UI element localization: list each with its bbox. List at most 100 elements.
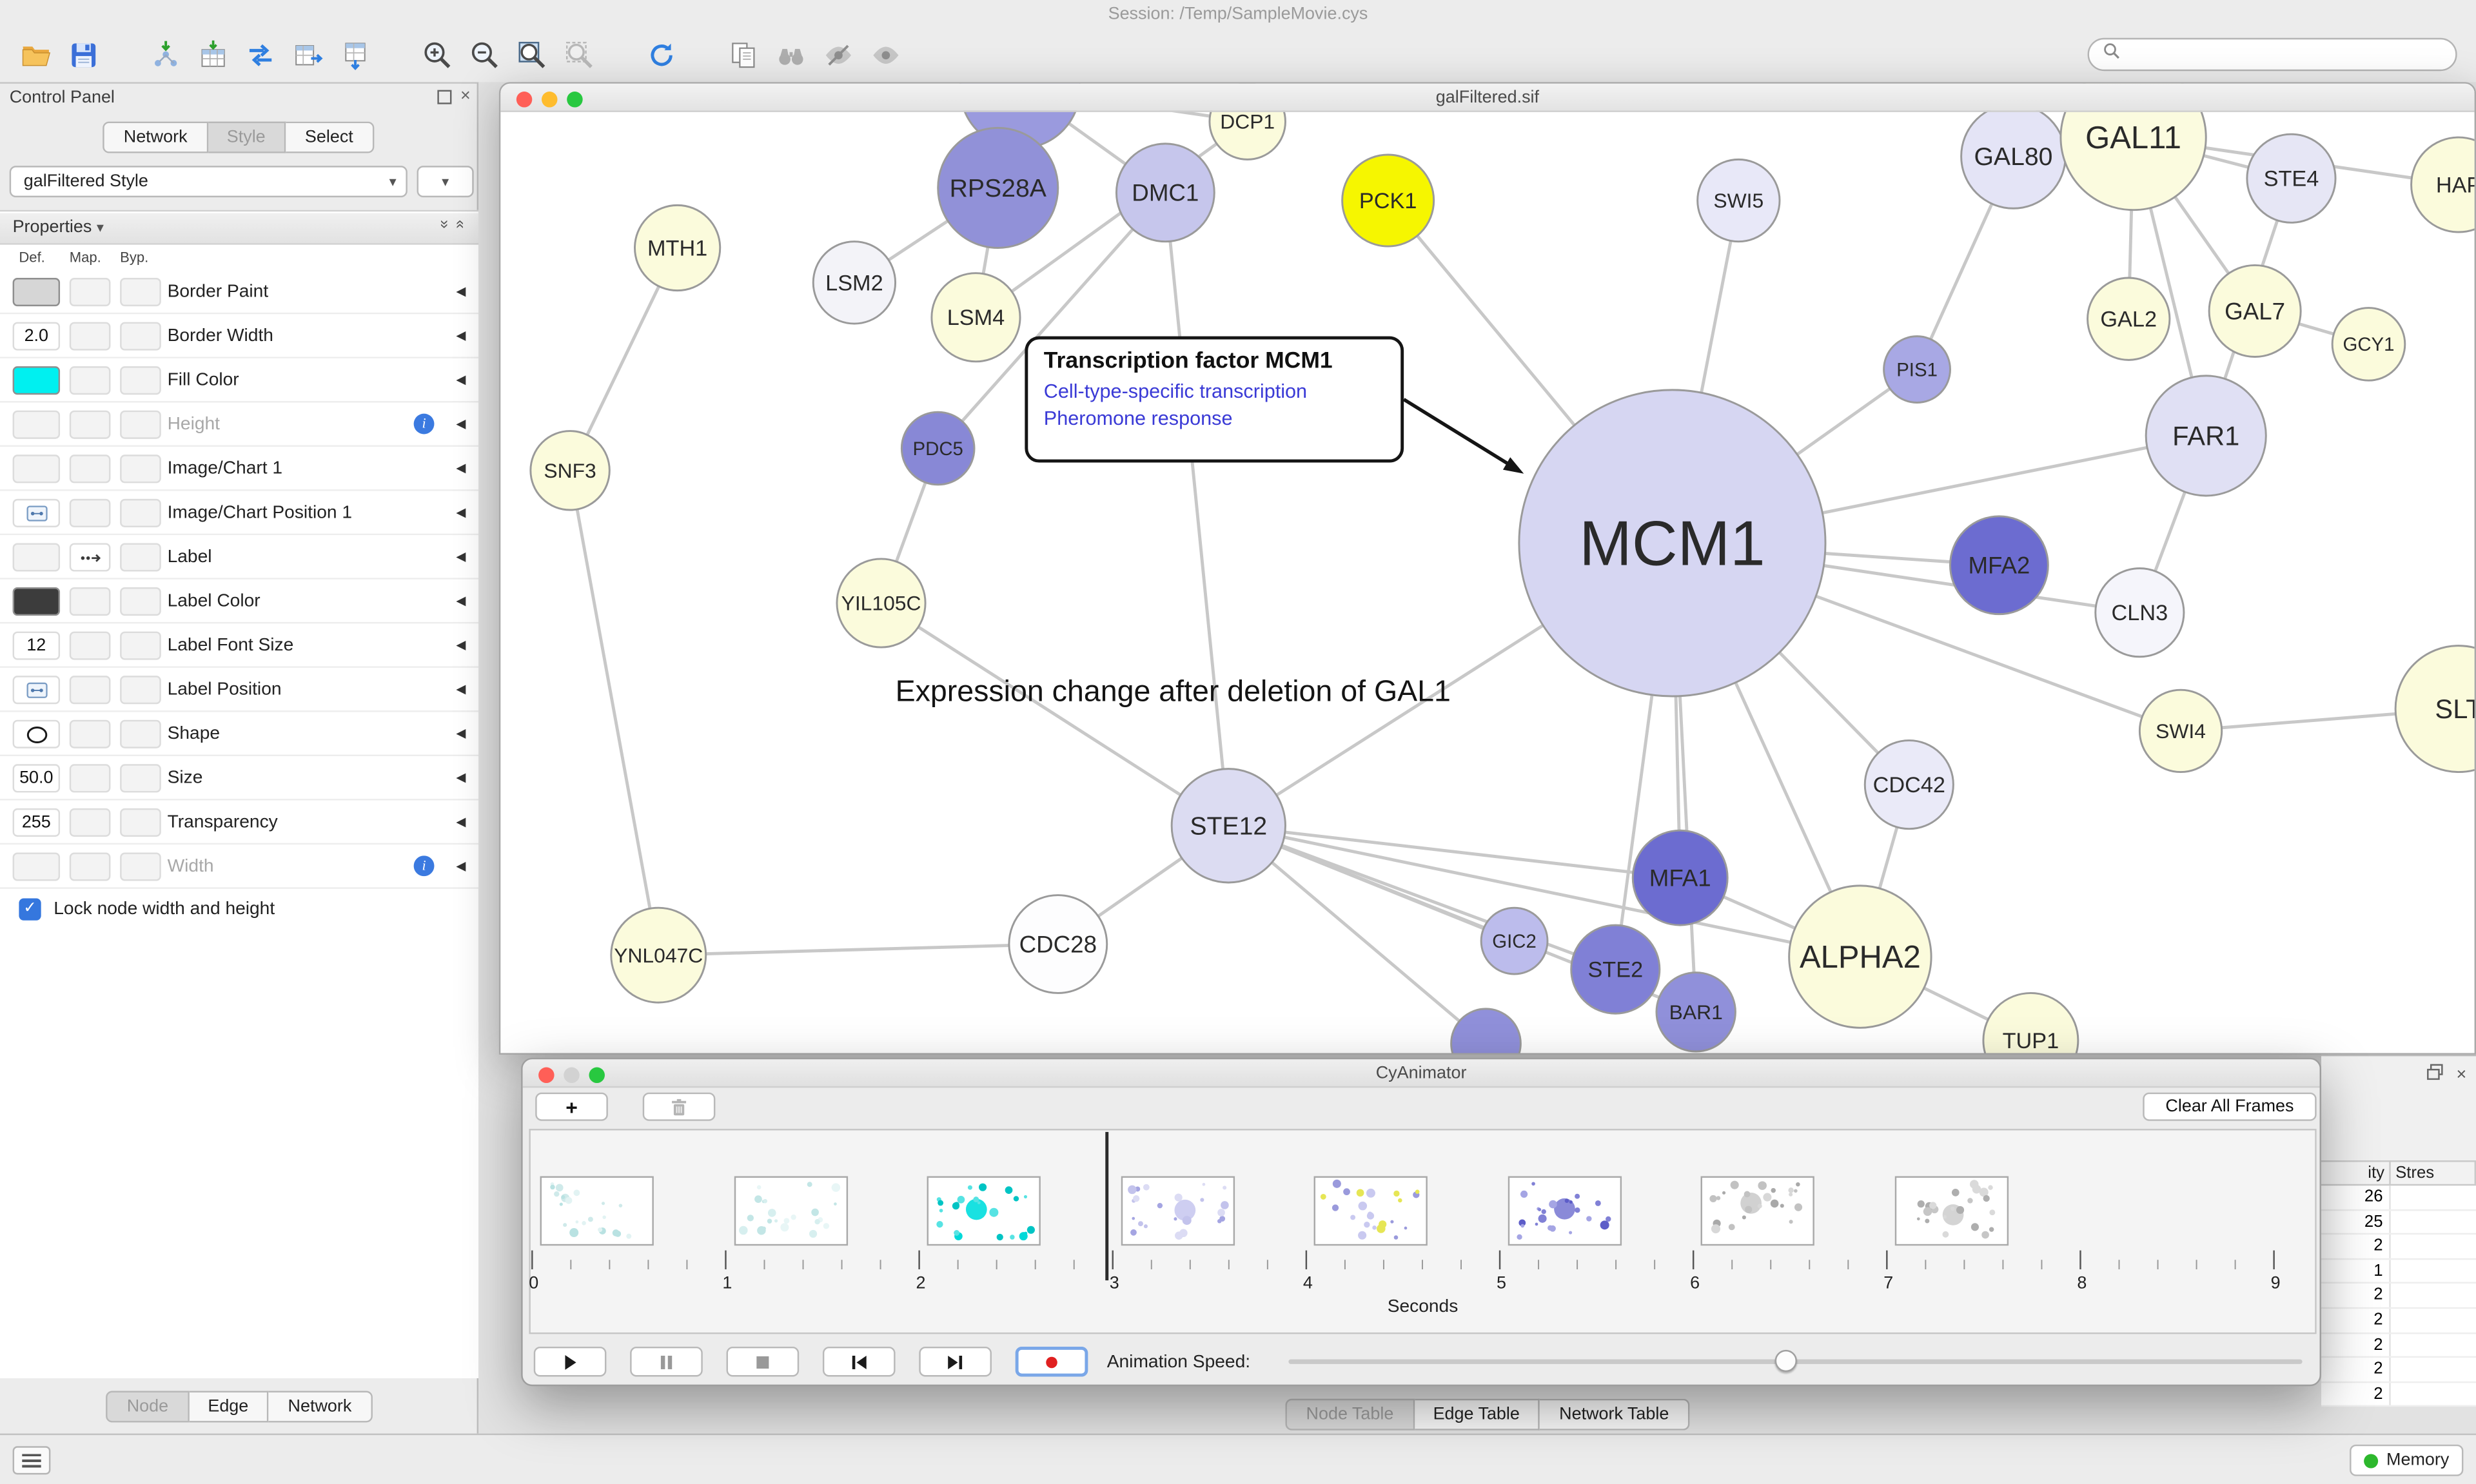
mapping-cell[interactable] — [69, 852, 111, 881]
annotation-link[interactable]: Cell-type-specific transcription — [1043, 380, 1308, 403]
bypass-cell[interactable] — [120, 719, 161, 748]
network-node-cdc42[interactable]: CDC42 — [1863, 739, 1954, 830]
search-input[interactable] — [2130, 43, 2443, 66]
tab-network[interactable]: Network — [103, 121, 208, 153]
table-row[interactable]: 25 — [2321, 1210, 2476, 1235]
tab-select[interactable]: Select — [286, 121, 374, 153]
mapping-cell[interactable] — [69, 454, 111, 483]
frame-thumbnail-0[interactable] — [540, 1176, 654, 1246]
network-edge[interactable] — [568, 470, 660, 956]
network-node-ste2[interactable]: STE2 — [1570, 924, 1661, 1015]
slider-knob[interactable] — [1774, 1349, 1797, 1372]
mapping-cell[interactable] — [69, 322, 111, 351]
network-node-bar1[interactable]: BAR1 — [1655, 971, 1736, 1053]
bypass-cell[interactable] — [120, 410, 161, 439]
annotation-callout[interactable]: Transcription factor MCM1 Cell-type-spec… — [1025, 336, 1404, 463]
zoom-window-button[interactable] — [567, 90, 583, 107]
network-node-mfa1[interactable]: MFA1 — [1631, 829, 1729, 926]
delete-frame-button[interactable] — [642, 1092, 716, 1121]
expand-row-icon[interactable]: ◀ — [456, 770, 466, 785]
frame-thumbnail-6[interactable] — [1701, 1176, 1815, 1246]
mapping-cell[interactable] — [69, 808, 111, 837]
network-edge[interactable] — [1163, 192, 1230, 826]
bypass-cell[interactable] — [120, 587, 161, 616]
network-node-lsm2[interactable]: LSM2 — [812, 240, 897, 325]
hide-selected-icon[interactable] — [815, 35, 862, 76]
annotation-link[interactable]: Pheromone response — [1043, 407, 1233, 430]
default-value-cell[interactable]: 255 — [12, 808, 61, 837]
close-window-button[interactable] — [516, 90, 533, 107]
network-canvas[interactable]: DCP1RPS28ADMC1PCK1SWI5GAL80GAL11STE4HAPM… — [500, 83, 2476, 1055]
network-node-cutp[interactable] — [1450, 1008, 1522, 1055]
table-cell[interactable]: 2 — [2321, 1284, 2391, 1307]
table-row[interactable]: 2 — [2321, 1309, 2476, 1334]
memory-button[interactable]: Memory — [2350, 1444, 2464, 1476]
zoom-fit-icon[interactable] — [509, 35, 556, 76]
table-cell[interactable]: 26 — [2321, 1186, 2391, 1209]
expand-row-icon[interactable]: ◀ — [456, 549, 466, 564]
import-table-file-icon[interactable] — [190, 35, 237, 76]
table-row[interactable]: 2 — [2321, 1235, 2476, 1260]
table-row[interactable]: 2 — [2321, 1358, 2476, 1383]
bypass-cell[interactable] — [120, 631, 161, 660]
expand-row-icon[interactable]: ◀ — [456, 638, 466, 652]
default-value-cell[interactable] — [12, 543, 61, 572]
frame-thumbnail-2[interactable] — [927, 1176, 1041, 1246]
play-button[interactable] — [533, 1346, 607, 1377]
network-node-slt2[interactable]: SLT — [2394, 645, 2476, 773]
expand-row-icon[interactable]: ◀ — [456, 461, 466, 476]
expand-row-icon[interactable]: ◀ — [456, 814, 466, 829]
default-value-cell[interactable]: 50.0 — [12, 764, 61, 793]
tab-network-table[interactable]: Network Table — [1540, 1398, 1690, 1430]
import-network-db-icon[interactable] — [237, 35, 284, 76]
network-edge[interactable] — [658, 942, 1058, 957]
network-node-hap[interactable]: HAP — [2410, 136, 2476, 233]
mapping-cell[interactable] — [69, 366, 111, 395]
table-row[interactable]: 2 — [2321, 1333, 2476, 1358]
network-node-snf3[interactable]: SNF3 — [529, 430, 611, 511]
zoom-selected-icon[interactable] — [556, 35, 603, 76]
float-panel-icon[interactable] — [2425, 1062, 2444, 1086]
default-value-cell[interactable] — [12, 366, 61, 395]
bypass-cell[interactable] — [120, 278, 161, 307]
style-options-button[interactable]: ▾ — [417, 166, 474, 198]
frame-thumbnail-7[interactable] — [1894, 1176, 2009, 1246]
network-node-lsm4[interactable]: LSM4 — [930, 272, 1021, 363]
default-value-cell[interactable]: 2.0 — [12, 322, 61, 351]
previous-frame-button[interactable] — [822, 1346, 896, 1377]
network-node-gal80[interactable]: GAL80 — [1960, 103, 2067, 210]
network-node-ynl047c[interactable]: YNL047C — [610, 906, 707, 1004]
network-node-gal7[interactable]: GAL7 — [2208, 264, 2302, 358]
mapping-cell[interactable] — [69, 278, 111, 307]
expand-row-icon[interactable]: ◀ — [456, 416, 466, 431]
default-value-cell[interactable] — [12, 676, 61, 705]
tab-edge-table[interactable]: Edge Table — [1414, 1398, 1540, 1430]
table-cell[interactable]: 25 — [2321, 1210, 2391, 1234]
network-node-cdc28[interactable]: CDC28 — [1008, 894, 1108, 994]
network-node-yil105c[interactable]: YIL105C — [836, 558, 927, 649]
network-node-swi4[interactable]: SWI4 — [2138, 688, 2223, 774]
mapping-cell[interactable] — [69, 410, 111, 439]
network-node-alpha2[interactable]: ALPHA2 — [1788, 884, 1932, 1029]
pause-button[interactable] — [630, 1346, 703, 1377]
tab-node-table[interactable]: Node Table — [1285, 1398, 1415, 1430]
refresh-view-icon[interactable] — [638, 35, 685, 76]
clone-network-icon[interactable] — [720, 35, 767, 76]
find-icon[interactable] — [767, 35, 814, 76]
mapping-cell[interactable] — [69, 676, 111, 705]
default-value-cell[interactable] — [12, 410, 61, 439]
close-panel-icon[interactable]: × — [460, 86, 471, 106]
properties-header[interactable]: Properties ▾ » « — [0, 213, 479, 245]
mapping-cell[interactable] — [69, 587, 111, 616]
close-panel-icon[interactable]: × — [2456, 1064, 2467, 1084]
network-node-mth1[interactable]: MTH1 — [634, 204, 722, 292]
table-row[interactable]: 2 — [2321, 1382, 2476, 1407]
panel-menu-button[interactable] — [12, 1446, 51, 1475]
frame-thumbnail-5[interactable] — [1508, 1176, 1622, 1246]
network-node-rps28a[interactable]: RPS28A — [937, 126, 1059, 249]
add-frame-button[interactable]: + — [535, 1092, 608, 1121]
network-node-gcy1[interactable]: GCY1 — [2331, 307, 2406, 382]
tab-network[interactable]: Network — [269, 1391, 373, 1423]
mapping-cell[interactable] — [69, 631, 111, 660]
collapse-all-icon[interactable]: » — [435, 219, 453, 231]
